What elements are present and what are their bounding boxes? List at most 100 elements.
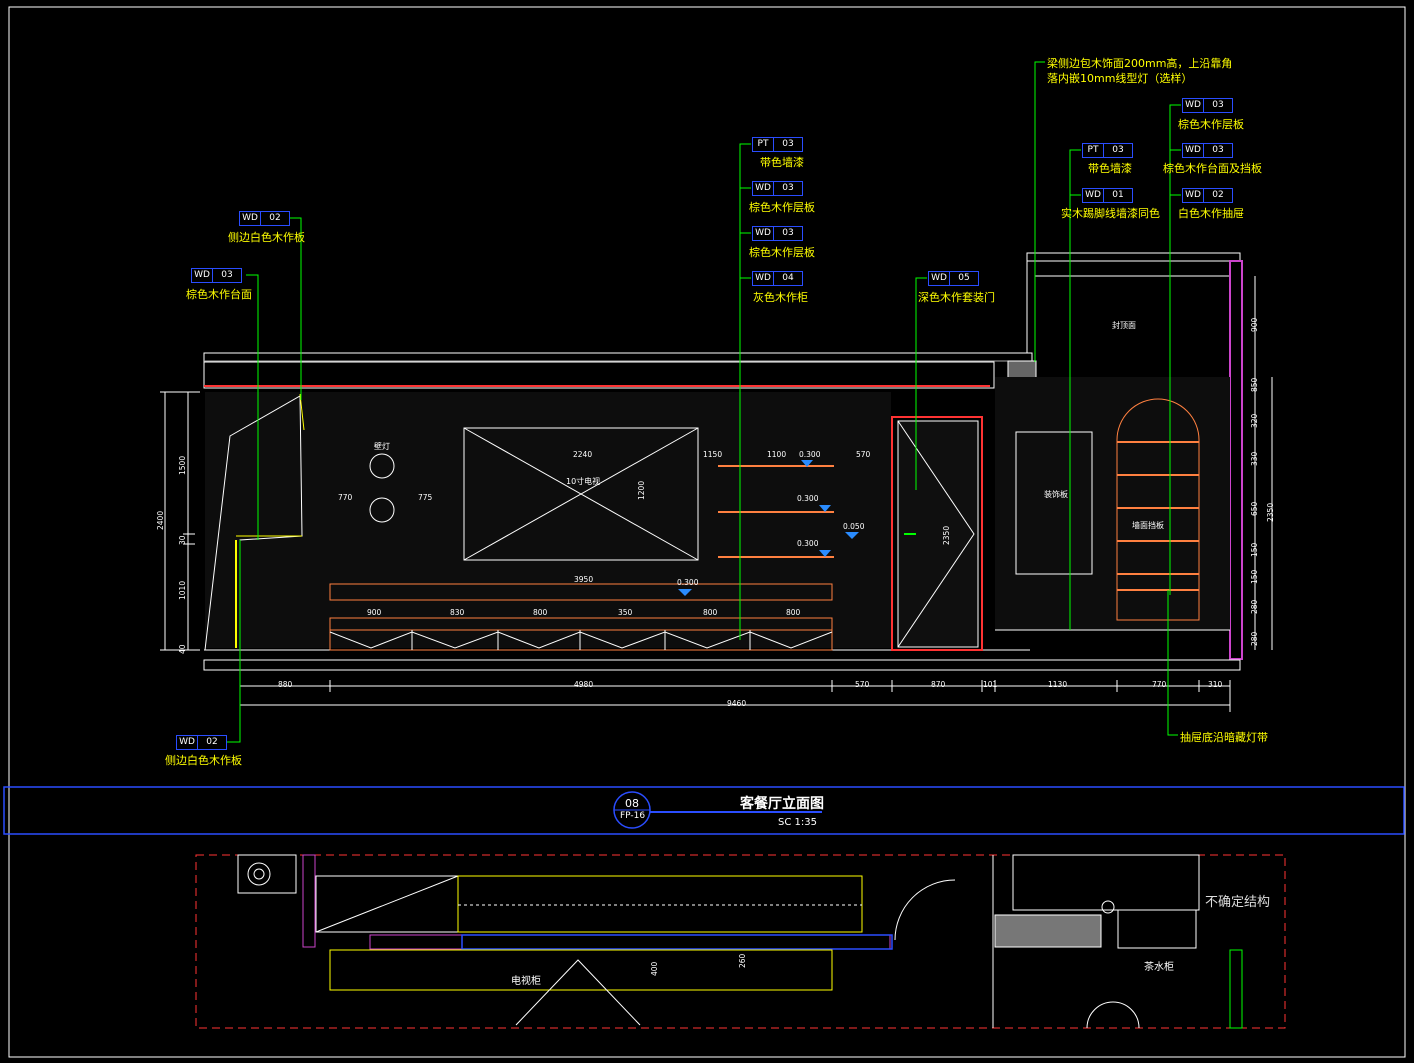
dim-b7: 770 [1152, 680, 1167, 689]
tag-code: PT [753, 138, 774, 151]
tag-num: 03 [782, 183, 794, 193]
dim-right-9: 280 [1250, 631, 1259, 646]
dim-left-total: 2400 [156, 510, 165, 530]
tag-num: 03 [221, 270, 233, 280]
dim-b3: 570 [855, 680, 870, 689]
niche-label: 墙面挡板 [1132, 521, 1164, 530]
plan-view [195, 854, 1286, 1029]
tag-num: 03 [782, 228, 794, 238]
tag-num: 03 [1212, 100, 1224, 110]
tag-wd03-shelf: WD 03 [752, 181, 803, 196]
note-drawer-light: 抽屉底沿暗藏灯带 [1180, 731, 1268, 744]
beam-label: 封顶面 [1112, 321, 1136, 330]
tag-num: 03 [1212, 145, 1224, 155]
dim-b1: 880 [278, 680, 293, 689]
tag-wd03-right: WD 03 [1182, 98, 1233, 113]
dim-1100: 1100 [767, 450, 787, 459]
tv-label: 10寸电视 [566, 477, 601, 486]
dim-d6: 800 [786, 608, 801, 617]
level-2: 0.300 [797, 494, 819, 503]
tag-num: 02 [269, 213, 281, 223]
note-beam-line1: 梁侧边包木饰面200mm高，上沿靠角 [1047, 57, 1233, 70]
label-wall-paint: 带色墙漆 [760, 156, 804, 169]
elevation-view [160, 61, 1273, 743]
tag-num: 02 [206, 737, 218, 747]
label-counter-baffle: 棕色木作台面及挡板 [1163, 162, 1262, 175]
dim-right-1: 900 [1250, 317, 1259, 332]
dim-b4: 870 [931, 680, 946, 689]
label-door: 深色木作套装门 [918, 291, 995, 304]
tag-wd01: WD 01 [1082, 188, 1133, 203]
tag-code: PT [1083, 144, 1104, 157]
dim-right-4: 330 [1250, 451, 1259, 466]
dim-d5: 800 [703, 608, 718, 617]
dim-tv-height: 1200 [637, 480, 646, 500]
drawing-scale: SC 1:35 [778, 817, 817, 828]
plan-uncertain: 不确定结构 [1205, 895, 1271, 910]
dim-right-3: 320 [1250, 413, 1259, 428]
level-4: 0.300 [677, 578, 699, 587]
title-bar [3, 786, 1405, 835]
level-1: 0.300 [799, 450, 821, 459]
dim-left-2: 30 [178, 535, 187, 545]
tag-code: WD [753, 182, 774, 195]
label-countertop: 棕色木作台面 [186, 288, 252, 301]
tag-num: 02 [1212, 190, 1224, 200]
label-shelf-2: 棕色木作层板 [749, 246, 815, 259]
label-wall-paint-right: 带色墙漆 [1088, 162, 1132, 175]
tag-num: 01 [1112, 190, 1124, 200]
dim-b6: 1130 [1048, 680, 1068, 689]
label-side-panel: 侧边白色木作板 [228, 231, 305, 244]
tag-code: WD [1083, 189, 1104, 202]
label-drawer: 白色木作抽屉 [1178, 207, 1244, 220]
tag-code: WD [753, 272, 774, 285]
section-sheet: FP-16 [620, 811, 646, 821]
dim-d3: 800 [533, 608, 548, 617]
sheet-border [8, 6, 1406, 1058]
tag-code: WD [753, 227, 774, 240]
section-number: 08 [625, 797, 639, 810]
tag-code: WD [177, 736, 198, 749]
dim-left-4: 40 [178, 644, 187, 654]
tag-num: 05 [958, 273, 970, 283]
dim-left-1: 1500 [178, 455, 187, 475]
drawing-title: 客餐厅立面图 [740, 796, 824, 812]
dim-770: 770 [338, 493, 353, 502]
tag-code: WD [192, 269, 213, 282]
tag-code: WD [1183, 144, 1204, 157]
dim-b5: 101 [983, 680, 998, 689]
label-side-panel-bottom: 侧边白色木作板 [165, 754, 242, 767]
dim-right-8: 280 [1250, 599, 1259, 614]
dim-total: 9460 [727, 699, 747, 708]
dim-150: 1150 [703, 450, 723, 459]
dim-570: 570 [856, 450, 871, 459]
dim-right-total: 2350 [1266, 502, 1275, 522]
plan-dim-260: 260 [738, 953, 747, 968]
plan-tv-cabinet: 电视柜 [511, 976, 541, 987]
tag-wd03-counter: WD 03 [1182, 143, 1233, 158]
tag-code: WD [1183, 99, 1204, 112]
panel-label: 装饰板 [1044, 490, 1068, 499]
dim-d4: 350 [618, 608, 633, 617]
dim-775: 775 [418, 493, 433, 502]
dim-d2: 830 [450, 608, 465, 617]
dim-right-7: 150 [1250, 569, 1259, 584]
tag-wd02-bottom: WD 02 [176, 735, 227, 750]
level-5: 0.050 [843, 522, 865, 531]
tag-code: WD [929, 272, 950, 285]
label-skirting: 实木踢脚线墙漆同色 [1061, 207, 1160, 220]
tag-code: WD [1183, 189, 1204, 202]
label-shelf: 棕色木作层板 [749, 201, 815, 214]
dim-right-6: 150 [1250, 542, 1259, 557]
tag-wd03-shelf2: WD 03 [752, 226, 803, 241]
label-grey-cabinet: 灰色木作柜 [753, 291, 808, 304]
plan-dim-400: 400 [650, 961, 659, 976]
dim-right-5: 650 [1250, 501, 1259, 516]
tag-wd05: WD 05 [928, 271, 979, 286]
dim-left-3: 1010 [178, 580, 187, 600]
